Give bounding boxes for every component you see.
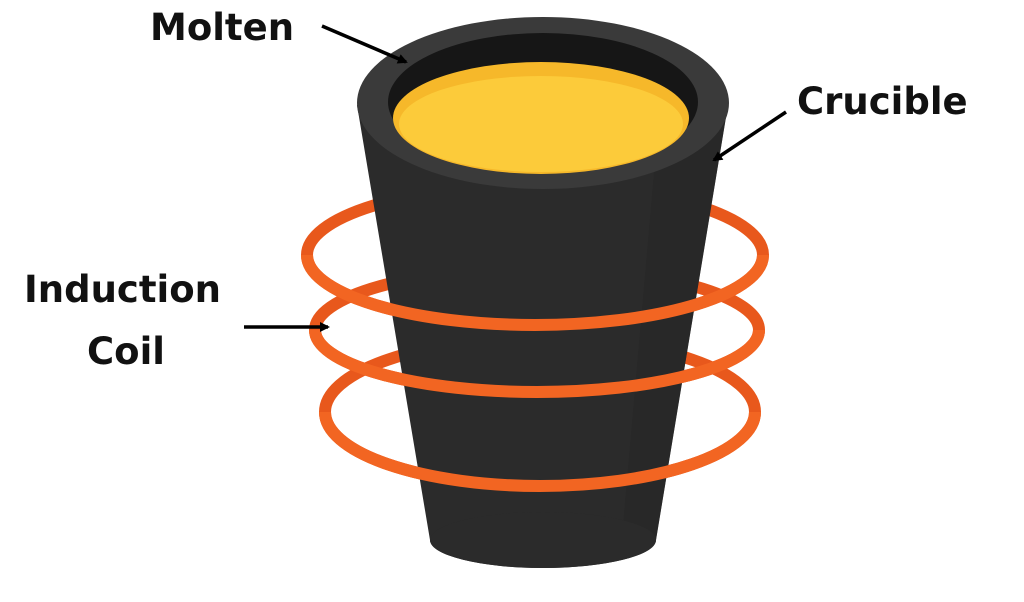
crucible [357, 17, 729, 568]
label-induction: Induction [24, 268, 221, 311]
label-molten: Molten [150, 6, 294, 49]
label-coil: Coil [87, 330, 165, 373]
crucible-arrow [712, 110, 787, 162]
label-crucible: Crucible [797, 80, 968, 123]
induction-coil-front [301, 254, 769, 492]
molten-arrow [321, 24, 408, 64]
